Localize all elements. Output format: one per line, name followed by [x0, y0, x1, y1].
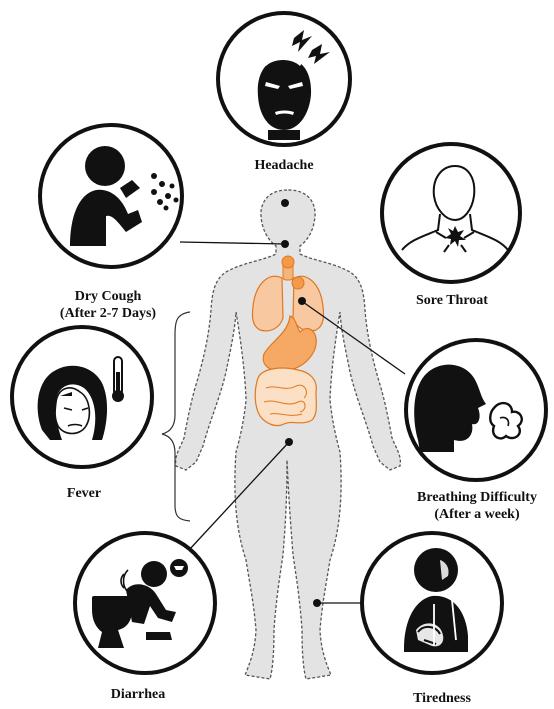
tiredness-badge	[360, 531, 504, 675]
intestines	[254, 367, 317, 427]
human-body-silhouette	[174, 189, 402, 680]
dry-cough-title: Dry Cough	[74, 289, 142, 304]
breathing-note: (After a week)	[434, 507, 520, 522]
label-headache: Headache	[254, 158, 314, 173]
virus-cluster	[291, 276, 305, 290]
diarrhea-badge	[73, 531, 217, 675]
right-lung	[292, 275, 325, 332]
headache-badge	[216, 11, 352, 147]
breathing-badge	[404, 338, 548, 482]
connector-dots	[281, 199, 321, 607]
dry-cough-badge	[38, 123, 184, 269]
breathing-exhale-icon	[414, 364, 523, 452]
label-sore-throat: Sore Throat	[416, 293, 488, 308]
dry-cough-note: (After 2-7 Days)	[59, 306, 157, 321]
intestine-coils	[263, 384, 307, 416]
connector-lines	[179, 241, 406, 604]
toilet-vomit-icon	[92, 559, 188, 648]
sore-throat-badge	[380, 142, 522, 284]
tired-person-icon	[404, 548, 468, 652]
sore-throat-icon	[401, 164, 509, 253]
body-brace	[161, 311, 191, 522]
organs	[251, 255, 325, 427]
fever-badge	[10, 325, 154, 469]
label-fever: Fever	[66, 486, 102, 501]
coughing-person-icon	[70, 146, 179, 246]
label-dry-cough: Dry Cough (After 2-7 Days)	[28, 288, 188, 322]
fever-thermometer-icon	[37, 356, 124, 440]
label-breathing-difficulty: Breathing Difficulty (After a week)	[402, 489, 552, 523]
label-diarrhea: Diarrhea	[110, 687, 166, 702]
breathing-title: Breathing Difficulty	[417, 490, 537, 505]
label-tiredness: Tiredness	[413, 691, 471, 706]
trachea	[281, 255, 295, 281]
stomach	[262, 315, 317, 372]
left-lung	[251, 275, 284, 332]
headache-icon	[257, 30, 330, 140]
